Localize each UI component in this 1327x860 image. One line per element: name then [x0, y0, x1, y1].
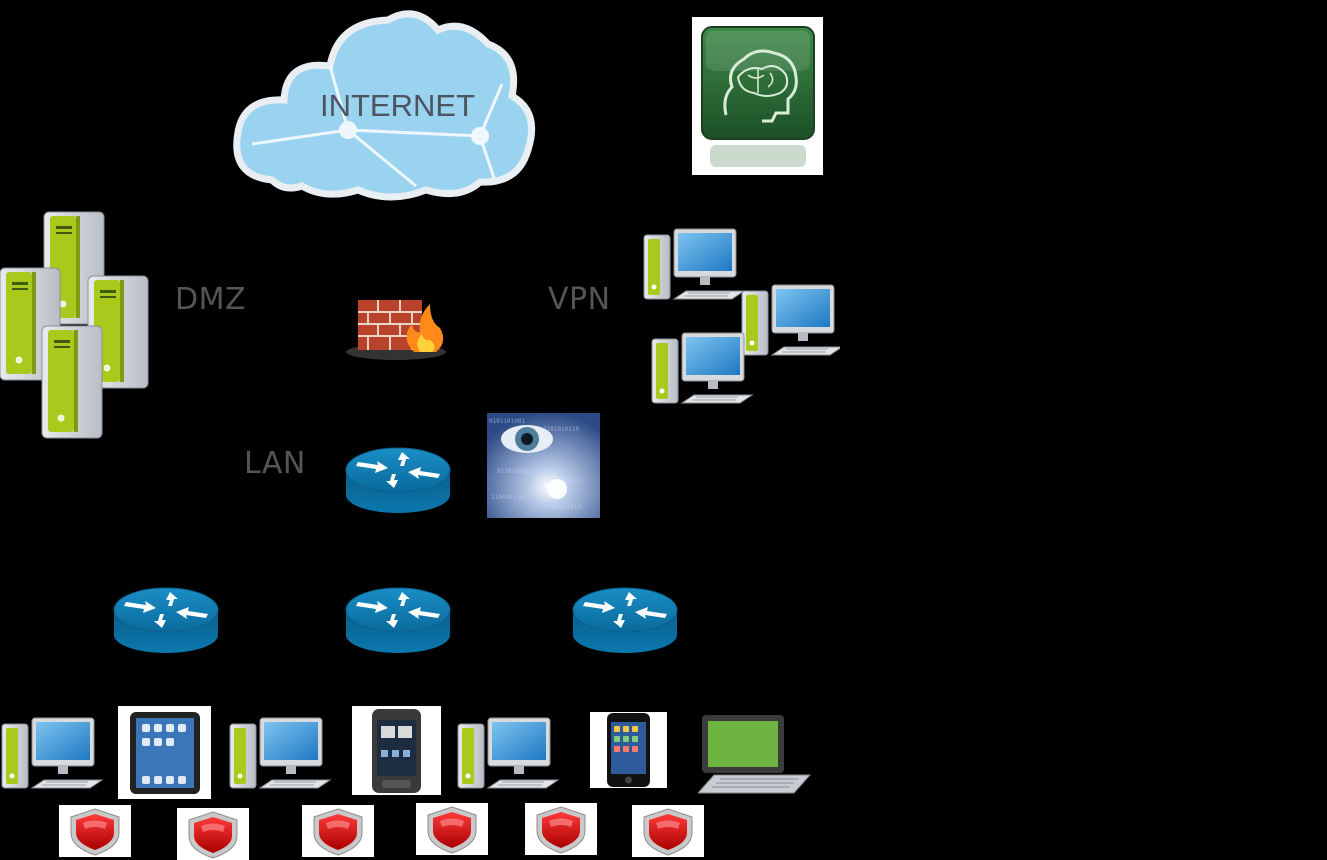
red-shield-icon — [416, 803, 488, 855]
red-shield-icon — [525, 803, 597, 855]
red-shield-icon — [632, 805, 704, 857]
laptop-icon — [698, 713, 812, 799]
red-shield-icon — [302, 805, 374, 857]
firewall-icon — [344, 292, 448, 362]
vpn-label: VPN — [548, 282, 611, 317]
brain-monitor-icon — [692, 17, 823, 175]
router-icon — [112, 580, 222, 660]
router-icon — [571, 580, 681, 660]
desktop-computer-icon — [0, 714, 108, 794]
dmz-label: DMZ — [175, 282, 247, 317]
svg-text:0101011010: 0101011010 — [545, 504, 582, 511]
lan-label: LAN — [244, 446, 306, 481]
svg-text:1011010010: 1011010010 — [547, 478, 584, 485]
cloud-label: INTERNET — [320, 88, 475, 123]
internet-cloud-icon: INTERNET — [230, 0, 540, 205]
svg-text:1101010110: 1101010110 — [543, 426, 580, 433]
desktop-computer-icon — [651, 332, 753, 404]
svg-text:1100101101: 1100101101 — [491, 494, 528, 501]
smartphone-icon — [590, 712, 667, 788]
tablet-icon — [118, 706, 211, 799]
desktop-computer-icon — [456, 714, 564, 794]
smartphone-icon — [352, 706, 441, 795]
eye-surveillance-icon: 0101101001 1101010110 0110100101 101101001… — [487, 413, 600, 518]
svg-text:0101101001: 0101101001 — [489, 418, 526, 425]
server-tower-icon — [41, 325, 103, 439]
red-shield-icon — [59, 805, 131, 857]
lan-router-icon — [344, 440, 454, 520]
vpn-clients — [630, 225, 840, 405]
desktop-computer-icon — [741, 284, 840, 356]
desktop-computer-icon — [228, 714, 336, 794]
desktop-computer-icon — [643, 228, 745, 300]
svg-text:0110100101: 0110100101 — [497, 468, 534, 475]
red-shield-icon — [177, 808, 249, 860]
router-icon — [344, 580, 454, 660]
dmz-servers — [0, 210, 150, 440]
